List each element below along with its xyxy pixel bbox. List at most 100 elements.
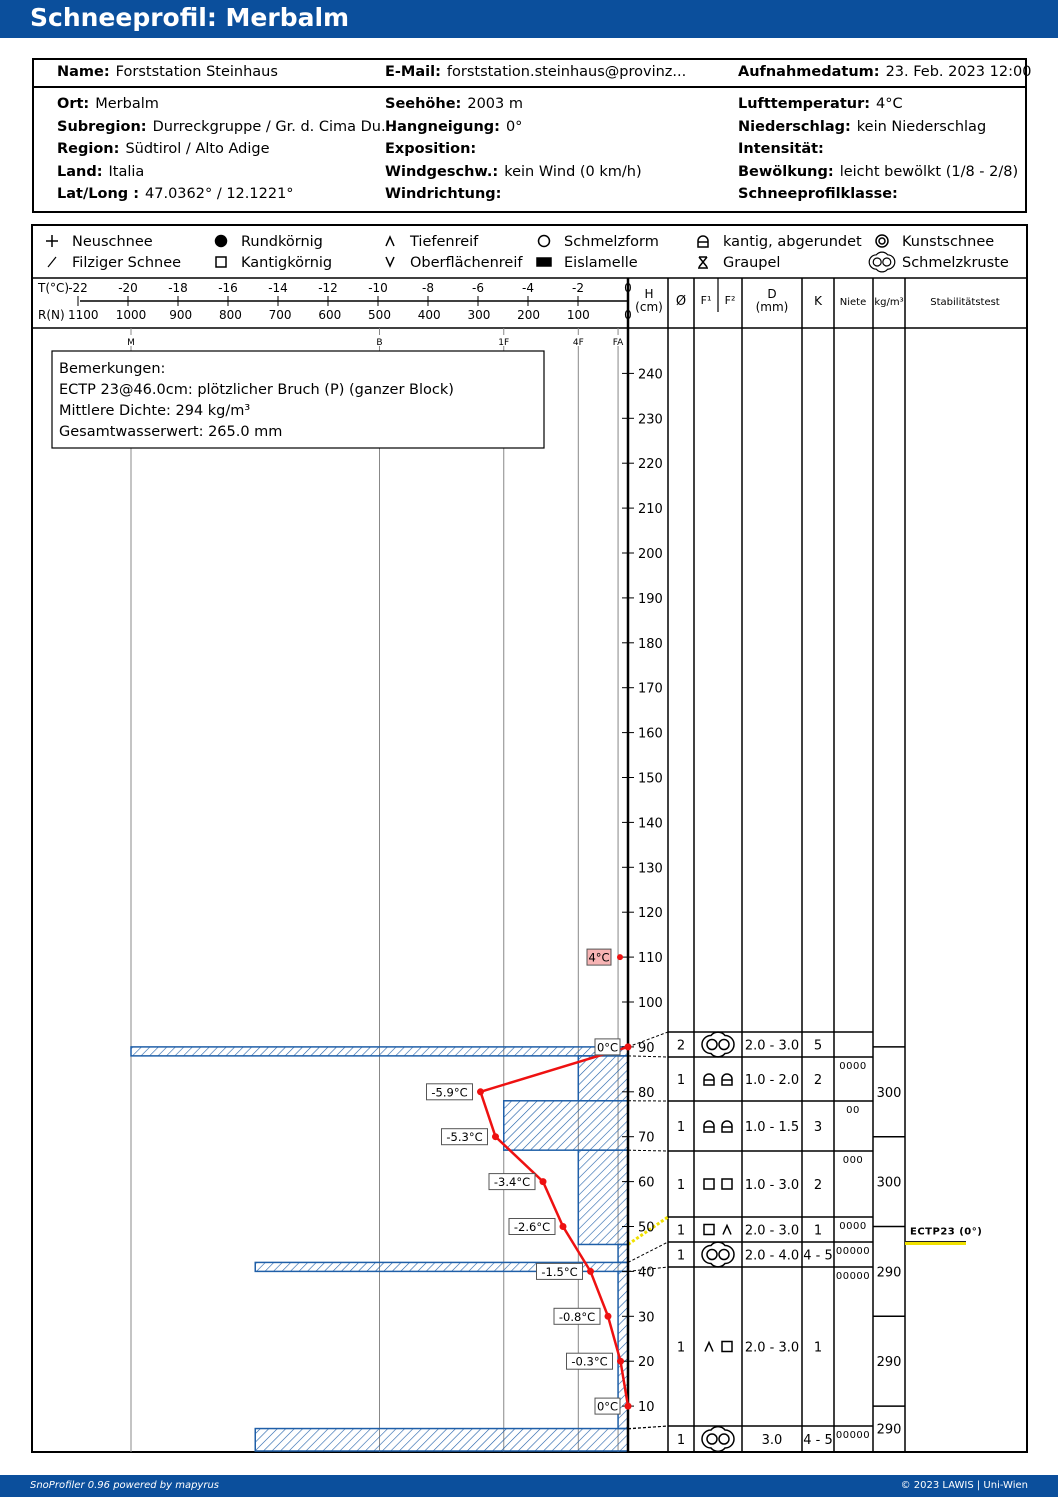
layer-connector <box>627 1241 669 1263</box>
column-header-density: kg/m³ <box>874 297 903 308</box>
air-temperature-label: 4°C <box>588 951 609 965</box>
layer-connector <box>627 1149 669 1152</box>
legend-item: Schmelzkruste <box>868 251 1009 273</box>
footer-copyright: © 2023 LAWIS | Uni-Wien <box>900 1480 1028 1491</box>
r-tick-label: 600 <box>318 308 341 322</box>
temperature-point <box>624 1402 632 1410</box>
temperature-label: -1.5°C <box>541 1265 577 1279</box>
layer-diameter: 1 <box>677 1433 685 1448</box>
temperature-label: 0°C <box>597 1400 618 1414</box>
legend-label: Tiefenreif <box>409 234 479 250</box>
t-tick-label: -16 <box>218 281 238 295</box>
t-tick-label: -18 <box>168 281 188 295</box>
temperature-point <box>617 1357 624 1365</box>
info-field: Land:Italia <box>57 163 145 180</box>
h-tick-label: 150 <box>638 772 663 787</box>
footer-credit: SnoProfiler 0.96 powered by mapyrus <box>30 1480 220 1491</box>
t-tick-label: -6 <box>472 281 484 295</box>
legend-item: Oberflächenreif <box>385 255 523 271</box>
layer-niete: 000 <box>843 1155 864 1166</box>
info-field: Schneeprofilklasse: <box>738 186 898 202</box>
info-field: Lat/Long :47.0362° / 12.1221° <box>57 186 294 202</box>
column-header-k: K <box>814 294 823 308</box>
hardness-label: B <box>376 338 382 348</box>
legend-label: Filziger Schnee <box>72 255 181 271</box>
layer-grain-size: 3.0 <box>762 1433 783 1448</box>
temperature-label: -3.4°C <box>494 1175 530 1189</box>
layer-grain-size: 2.0 - 4.0 <box>745 1249 799 1264</box>
circle-icon <box>537 234 551 248</box>
r-tick-label: 500 <box>368 308 391 322</box>
temperature-point <box>477 1088 484 1096</box>
temperature-label: -5.9°C <box>431 1085 467 1099</box>
layer-grain-size: 2.0 - 3.0 <box>745 1341 799 1356</box>
r-tick-label: 700 <box>269 308 292 322</box>
remark-line: ECTP 23@46.0cm: plötzlicher Bruch (P) (g… <box>59 382 454 398</box>
layer-grain-size: 1.0 - 3.0 <box>745 1178 799 1193</box>
info-field: Windrichtung: <box>385 186 502 202</box>
column-header-niete: Niete <box>840 297 866 308</box>
temperature-label: -0.3°C <box>571 1355 607 1369</box>
vee-icon <box>385 256 395 268</box>
layer-grain-size: 1.0 - 1.5 <box>745 1120 799 1135</box>
r-axis-label: R(N) <box>38 308 65 322</box>
layer-grain-size: 1.0 - 2.0 <box>745 1073 799 1088</box>
layer-connector <box>627 1266 669 1272</box>
layer-diameter: 1 <box>677 1073 685 1088</box>
weak-layer-connector <box>627 1215 669 1246</box>
layer-connector <box>627 1055 669 1058</box>
caret-icon <box>704 1340 714 1352</box>
layer-diameter: 1 <box>677 1178 685 1193</box>
density-value: 300 <box>877 1176 902 1191</box>
meltcrust-icon <box>701 1031 735 1058</box>
r-tick-label: 100 <box>567 308 590 322</box>
h-tick-label: 130 <box>638 861 663 876</box>
legend-item: Kantigkörnig <box>215 255 332 271</box>
legend-label: Eislamelle <box>564 255 638 271</box>
legend-label: Rundkörnig <box>241 234 323 250</box>
square-icon <box>703 1178 715 1190</box>
temperature-point <box>492 1133 499 1141</box>
date-field: Aufnahmedatum:23. Feb. 2023 12:00 <box>738 64 1032 80</box>
footer: SnoProfiler 0.96 powered by mapyrus © 20… <box>0 1475 1058 1497</box>
temperature-label: -0.8°C <box>559 1310 595 1324</box>
legend-item: kantig, abgerundet <box>697 234 862 250</box>
legend-item: Filziger Schnee <box>47 255 181 271</box>
h-tick-label: 220 <box>638 457 663 472</box>
layer-hardness: 4 - 5 <box>803 1249 833 1264</box>
layer-niete: 00000 <box>836 1246 870 1257</box>
info-field: Seehöhe:2003 m <box>385 96 523 112</box>
layer-hardness: 4 - 5 <box>803 1433 833 1448</box>
arch-icon <box>703 1120 715 1133</box>
arch-icon <box>697 235 709 248</box>
info-field: Windgeschw.:kein Wind (0 km/h) <box>385 163 642 180</box>
legend-item: Eislamelle <box>536 255 638 271</box>
layer-hardness: 2 <box>814 1073 822 1088</box>
column-header-f2: F² <box>725 294 736 307</box>
column-header-stability: Stabilitätstest <box>930 297 1000 308</box>
info-field: Intensität: <box>738 141 824 157</box>
t-tick-label: -8 <box>422 281 434 295</box>
h-tick-label: 100 <box>638 996 663 1011</box>
legend-label: Schmelzkruste <box>902 255 1009 271</box>
r-tick-label: 800 <box>219 308 242 322</box>
hardness-bar <box>130 1046 629 1057</box>
h-axis-unit: (cm) <box>635 300 663 314</box>
temperature-point <box>587 1267 594 1275</box>
info-field: Region:Südtirol / Alto Adige <box>57 141 270 157</box>
h-tick-label: 120 <box>638 906 663 921</box>
bar-icon <box>536 257 552 267</box>
t-tick-label: -12 <box>318 281 338 295</box>
r-tick-label: 400 <box>418 308 441 322</box>
title-bar: Schneeprofil: Merbalm <box>0 0 1058 38</box>
profile-frame <box>31 224 1028 1453</box>
info-field: Subregion:Durreckgruppe / Gr. d. Cima Du… <box>57 118 395 135</box>
slash-icon <box>47 256 57 268</box>
h-tick-label: 200 <box>638 547 663 562</box>
layer-grain-size: 2.0 - 3.0 <box>745 1039 799 1054</box>
